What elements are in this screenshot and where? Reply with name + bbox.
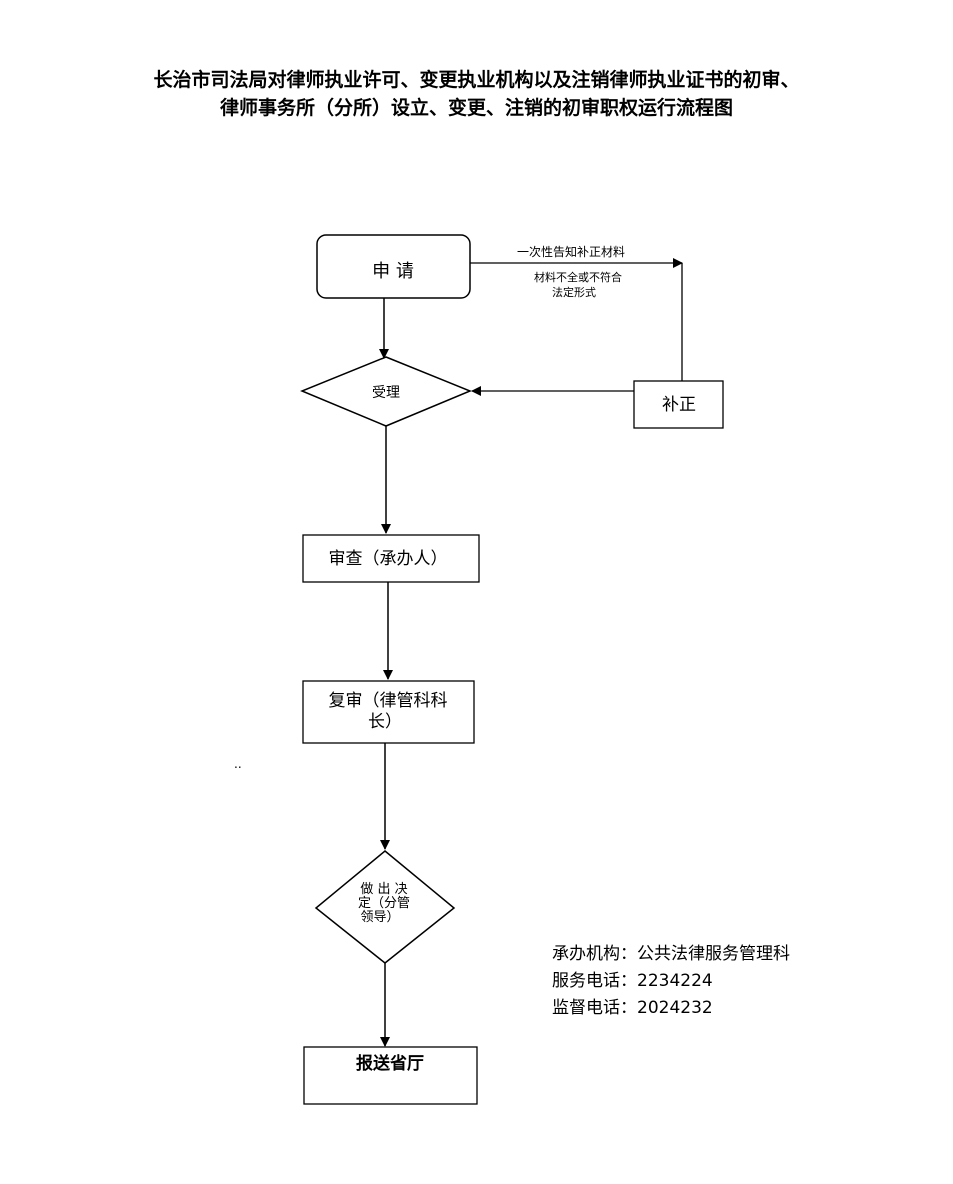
stray-mark: .. <box>234 757 242 771</box>
page-title: 长治市司法局对律师执业许可、变更执业机构以及注销律师执业证书的初审、 律师事务所… <box>0 66 953 122</box>
contact-service-phone: 服务电话：2234224 <box>552 971 713 991</box>
contact-office: 承办机构：公共法律服务管理科 <box>552 944 790 964</box>
supplement-node <box>633 380 724 429</box>
contact-supervision-phone: 监督电话：2024232 <box>552 998 713 1018</box>
contact-info: 承办机构：公共法律服务管理科 服务电话：2234224 监督电话：2024232 <box>552 941 790 1022</box>
recheck-node <box>302 680 475 744</box>
accept-label: 受理 <box>372 385 400 401</box>
supplement-label: 补正 <box>662 395 696 415</box>
report-label: 报送省厅 <box>356 1053 424 1074</box>
apply-node <box>316 234 471 299</box>
decide-label-line-1: 做 出 决 <box>360 882 407 897</box>
review-node <box>302 534 480 583</box>
notify-label: 一次性告知补正材料 <box>517 245 625 259</box>
decide-label-line-2: 定（分管 <box>358 896 410 911</box>
report-node <box>303 1046 478 1105</box>
review-label: 审查（承办人） <box>329 549 448 569</box>
title-line-2: 律师事务所（分所）设立、变更、注销的初审职权运行流程图 <box>219 97 733 119</box>
condition-label-line-1: 材料不全或不符合 <box>534 270 622 284</box>
recheck-label-line-1: 复审（律管科科 <box>329 691 448 711</box>
apply-label: 申 请 <box>372 261 414 282</box>
condition-label-line-2: 法定形式 <box>552 285 596 299</box>
decide-label-line-3: 领导） <box>360 910 399 925</box>
title-line-1: 长治市司法局对律师执业许可、变更执业机构以及注销律师执业证书的初审、 <box>153 69 800 91</box>
recheck-label-line-2: 长） <box>368 712 402 732</box>
